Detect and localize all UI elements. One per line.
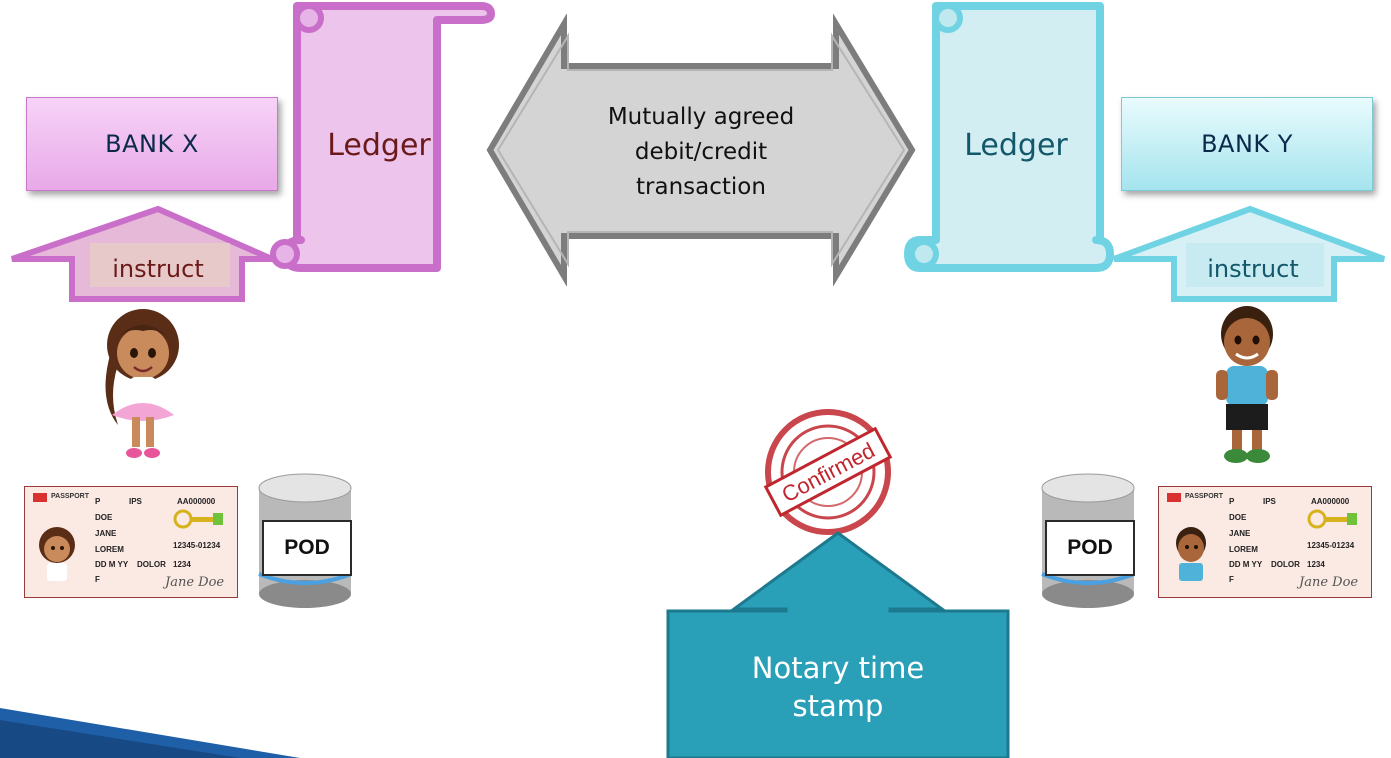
bank-y-box: BANK Y <box>1121 97 1373 191</box>
notary-line-2: stamp <box>793 689 884 723</box>
passport-sex: F <box>1229 575 1234 584</box>
pod-label-left: POD <box>262 520 352 576</box>
passport-surname: DOE <box>95 513 113 522</box>
ledger-x-scroll: Ledger <box>270 2 495 272</box>
girl-avatar <box>105 309 179 458</box>
passport-record: 12345-01234 <box>1307 541 1355 550</box>
passport-authority: 1234 <box>1307 560 1325 569</box>
ledger-y-scroll: Ledger <box>904 2 1114 272</box>
transaction-line-2: debit/credit <box>635 139 767 165</box>
passport-pob: DOLOR <box>137 560 166 569</box>
notary-up-arrow: Notary time stamp <box>666 531 1010 758</box>
flag-icon <box>1167 493 1181 502</box>
passport-given-names: JANE <box>95 529 117 538</box>
passport-card-left: PASSPORT P IPS AA000000 DOE JANE LOREM 1… <box>24 486 238 598</box>
passport-number: AA000000 <box>1311 497 1350 506</box>
transaction-line-3: transaction <box>636 174 766 200</box>
passport-dob: DD M YY <box>95 560 129 569</box>
passport-dob: DD M YY <box>1229 560 1263 569</box>
passport-signature: Jane Doe <box>1299 575 1359 590</box>
passport-header: PASSPORT <box>1185 493 1223 500</box>
scroll-curl-bottom <box>270 239 300 269</box>
instruct-arrow-y: instruct <box>1112 205 1386 302</box>
instruct-x-label: instruct <box>112 255 203 283</box>
passport-nationality: LOREM <box>95 545 124 554</box>
passport-given-names: JANE <box>1229 529 1251 538</box>
transaction-double-arrow: Mutually agreed debit/credit transaction <box>486 14 916 286</box>
bank-x-box: BANK X <box>26 97 278 191</box>
boy-photo <box>1176 527 1206 581</box>
passport-record: 12345-01234 <box>173 541 221 550</box>
passport-card-right: PASSPORT P IPS AA000000 DOE JANE LOREM 1… <box>1158 486 1372 598</box>
flag-icon <box>33 493 47 502</box>
notary-line-1: Notary time <box>752 651 924 685</box>
key-icon <box>1307 509 1357 529</box>
scroll-curl-top <box>933 3 963 33</box>
passport-sex: F <box>95 575 100 584</box>
scroll-curl-bottom <box>909 239 939 269</box>
passport-authority: 1234 <box>173 560 191 569</box>
girl-photo <box>39 527 75 581</box>
transaction-line-1: Mutually agreed <box>608 104 794 130</box>
ledger-y-label: Ledger <box>964 128 1068 163</box>
passport-signature: Jane Doe <box>165 575 225 590</box>
passport-header: PASSPORT <box>51 493 89 500</box>
passport-country: IPS <box>1263 497 1276 506</box>
passport-type: P <box>1229 497 1235 506</box>
decorative-swoosh <box>0 708 300 758</box>
instruct-arrow-x: instruct <box>11 205 274 302</box>
passport-country: IPS <box>129 497 142 506</box>
ledger-x-label: Ledger <box>327 128 431 163</box>
key-icon <box>173 509 223 529</box>
confirmed-stamp: Confirmed <box>763 409 893 535</box>
instruct-y-label: instruct <box>1207 255 1298 283</box>
passport-number: AA000000 <box>177 497 216 506</box>
passport-surname: DOE <box>1229 513 1247 522</box>
boy-avatar <box>1216 306 1278 463</box>
passport-nationality: LOREM <box>1229 545 1258 554</box>
scroll-curl-top <box>294 3 324 33</box>
passport-pob: DOLOR <box>1271 560 1300 569</box>
passport-type: P <box>95 497 101 506</box>
pod-label-right: POD <box>1045 520 1135 576</box>
